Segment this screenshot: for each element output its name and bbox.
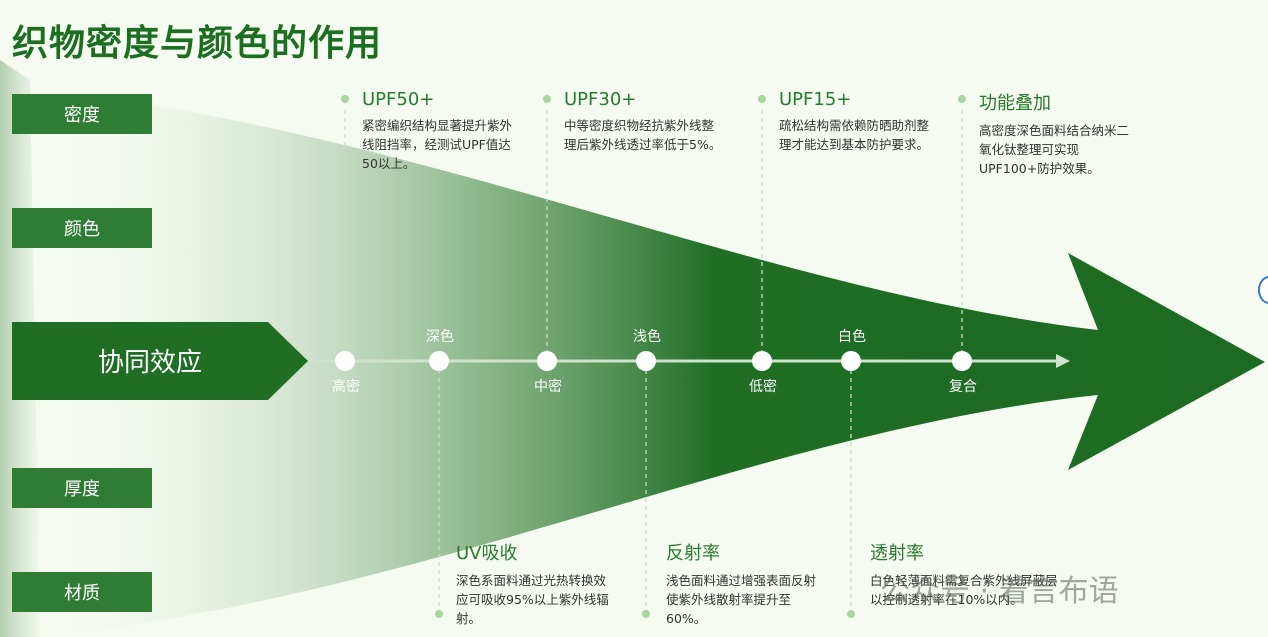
watermark-text: 公众号 · 着言布语 bbox=[880, 574, 1119, 609]
page-title: 织物密度与颜色的作用 bbox=[12, 23, 383, 64]
node-label-6: 白色 bbox=[838, 329, 866, 345]
node-dot-3 bbox=[537, 351, 557, 371]
callout-top-2: UPF30+ 中等密度织物经抗紫外线整理后紫外线透过率低于5%。 bbox=[564, 89, 764, 154]
node-label-1: 高密 bbox=[332, 379, 360, 395]
node-dot-1 bbox=[335, 351, 355, 371]
callout-description: 高密度深色面料结合纳米二氧化钛整理可实现UPF100+防护效果。 bbox=[979, 123, 1130, 176]
callout-title: 透射率 bbox=[870, 543, 924, 564]
callout-description: 深色系面料通过光热转换效应可吸收95%以上紫外线辐射。 bbox=[456, 573, 609, 626]
node-dot-7 bbox=[952, 351, 972, 371]
node-label-5: 低密 bbox=[749, 379, 777, 395]
node-label-7: 复合 bbox=[949, 379, 977, 395]
callout-bottom-2: 反射率 浅色面料通过增强表面反射使紫外线散射率提升至60%。 bbox=[666, 539, 866, 628]
callout-description: 浅色面料通过增强表面反射使紫外线散射率提升至60%。 bbox=[666, 573, 817, 626]
callout-title: UPF30+ bbox=[564, 89, 637, 110]
callout-title: UV吸收 bbox=[456, 543, 518, 564]
callout-title: 反射率 bbox=[666, 543, 720, 564]
node-dot-5 bbox=[752, 351, 772, 371]
label-box-color: 颜色 bbox=[12, 208, 152, 248]
label-box-thickness: 厚度 bbox=[12, 468, 152, 508]
callout-description: 紧密编织结构显著提升紫外线阻挡率，经测试UPF值达50以上。 bbox=[362, 118, 513, 171]
timeline-arrowhead bbox=[1056, 354, 1070, 368]
node-label-3: 中密 bbox=[534, 379, 562, 395]
callout-description: 疏松结构需依赖防晒助剂整理才能达到基本防护要求。 bbox=[779, 118, 930, 152]
label-box-material: 材质 bbox=[12, 572, 152, 612]
callout-description: 中等密度织物经抗紫外线整理后紫外线透过率低于5%。 bbox=[564, 118, 722, 152]
callout-title: UPF50+ bbox=[362, 89, 435, 110]
label-box-density: 密度 bbox=[12, 94, 152, 134]
node-dot-6 bbox=[841, 351, 861, 371]
node-dot-4 bbox=[636, 351, 656, 371]
callout-top-1: UPF50+ 紧密编织结构显著提升紫外线阻挡率，经测试UPF值达50以上。 bbox=[362, 89, 562, 173]
node-label-4: 浅色 bbox=[633, 329, 661, 345]
node-label-2: 深色 bbox=[426, 329, 454, 345]
timeline-nodes bbox=[335, 351, 972, 371]
callout-top-3: UPF15+ 疏松结构需依赖防晒助剂整理才能达到基本防护要求。 bbox=[779, 89, 979, 154]
callout-top-4: 功能叠加 高密度深色面料结合纳米二氧化钛整理可实现UPF100+防护效果。 bbox=[979, 89, 1179, 178]
center-pentagon bbox=[12, 322, 308, 400]
callout-bottom-1: UV吸收 深色系面料通过光热转换效应可吸收95%以上紫外线辐射。 bbox=[456, 539, 656, 628]
callout-description: 白色轻薄面料需复合紫外线屏蔽层以控制透射率在10%以内。 bbox=[870, 573, 1058, 607]
callout-title: UPF15+ bbox=[779, 89, 852, 110]
node-dot-2 bbox=[429, 351, 449, 371]
callout-title: 功能叠加 bbox=[979, 93, 1051, 114]
callout-bottom-3: 透射率 白色轻薄面料需复合紫外线屏蔽层以控制透射率在10%以内。 bbox=[870, 539, 1070, 609]
center-label: 协同效应 bbox=[97, 347, 202, 378]
